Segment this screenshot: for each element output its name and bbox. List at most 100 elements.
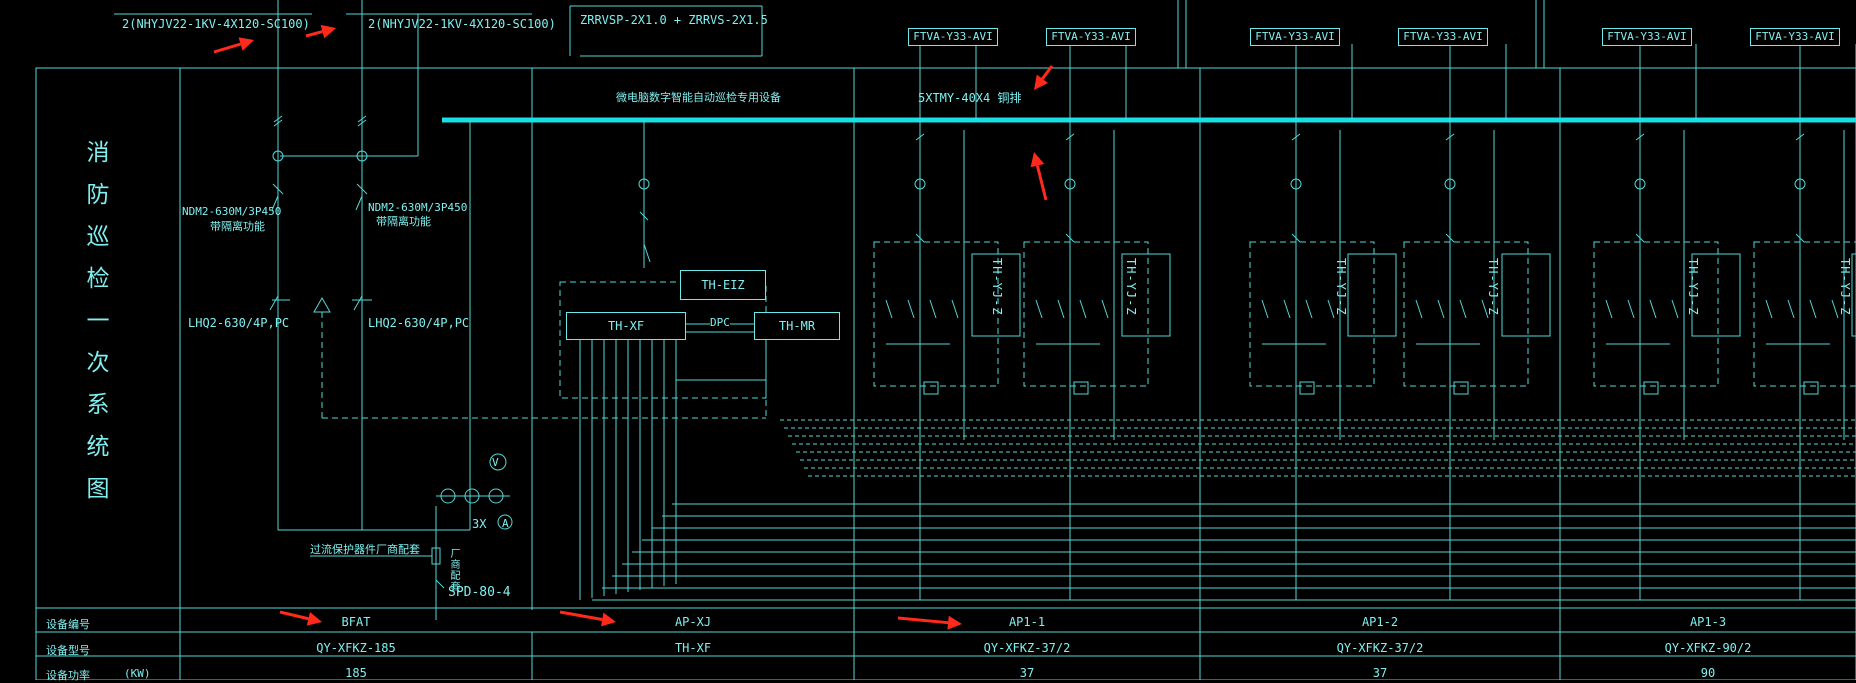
contact (1459, 299, 1467, 319)
feeder-dash-box (1023, 241, 1149, 387)
contact (1101, 299, 1109, 319)
feeder-ct (914, 178, 926, 190)
arrow-head (1034, 74, 1048, 90)
arrow-icon (305, 24, 336, 39)
device-label: 微电脑数字智能自动巡检专用设备 (616, 91, 781, 104)
title-char: 巡 (86, 224, 110, 250)
arrow-icon (279, 610, 322, 626)
arrow-icon (559, 610, 616, 627)
title-char: 次 (86, 350, 110, 376)
xj-contact (643, 243, 651, 263)
contact (1481, 299, 1489, 319)
frame (35, 67, 1856, 680)
tick (1065, 133, 1075, 141)
feeder-1-box-1: FTVA-Y33-AVI (908, 28, 998, 46)
switch-2-label: LHQ2-630/4P,PC (368, 316, 470, 330)
xj-breaker (639, 211, 649, 221)
contact (1765, 299, 1773, 319)
cell-power: 37 (1019, 666, 1035, 680)
contact (1649, 299, 1657, 319)
arrow-shaft (213, 42, 242, 54)
ammeter-label: A (502, 517, 509, 530)
feeder-breaker (915, 233, 925, 243)
arrow-shaft (559, 610, 603, 622)
relay (1453, 381, 1469, 395)
cell-id: AP1-2 (1361, 615, 1399, 629)
arrow-shaft (897, 616, 949, 625)
tick (273, 119, 283, 127)
contact (1787, 299, 1795, 319)
arrow-head (947, 615, 962, 630)
power-unit: (KW) (124, 667, 151, 680)
contact (929, 299, 937, 319)
arrow-icon (897, 615, 962, 630)
voltmeter (489, 453, 507, 471)
cell-power: 90 (1700, 666, 1716, 680)
cell-model: QY-XFKZ-185 (316, 641, 396, 655)
feeder-2-box-2: FTVA-Y33-AVI (1398, 28, 1488, 46)
arrow-head (306, 611, 322, 626)
feeder-3a-unit: TH-YJ-Z (1686, 258, 1700, 316)
title-char: 消 (86, 140, 110, 166)
breaker-1-label: NDM2-630M/3P450 (182, 205, 282, 218)
contact (1283, 299, 1291, 319)
feeder-dash-box (1593, 241, 1719, 387)
row-label-id: 设备编号 (46, 618, 90, 631)
feeder-3-box-1: FTVA-Y33-AVI (1602, 28, 1692, 46)
breaker-contact (355, 195, 363, 211)
contact (1305, 299, 1313, 319)
title-char: 图 (86, 476, 110, 502)
contact (1605, 299, 1613, 319)
feeder-1a-unit: TH-YJ-Z (990, 258, 1004, 316)
tick (1291, 133, 1301, 141)
tick (1635, 133, 1645, 141)
spd-symbol (435, 579, 445, 589)
title-char: 系 (86, 392, 110, 418)
unit-box (1121, 253, 1171, 337)
tick (357, 119, 367, 127)
wiring (35, 0, 1856, 680)
relay (1073, 381, 1089, 395)
feeder-ct (1794, 178, 1806, 190)
xj-ct (638, 178, 650, 190)
feeder-2a-unit: TH-YJ-Z (1334, 258, 1348, 316)
feeder-2-box-1: FTVA-Y33-AVI (1250, 28, 1340, 46)
th-xf-box: TH-XF (566, 312, 686, 340)
switch-1-label: LHQ2-630/4P,PC (188, 316, 290, 330)
tick (357, 115, 367, 123)
feeder-breaker (1445, 233, 1455, 243)
contact (1057, 299, 1065, 319)
unit-box (1851, 253, 1856, 337)
feeder-ct (1444, 178, 1456, 190)
feeder-ct (1064, 178, 1076, 190)
title-char: 防 (86, 182, 110, 208)
feeder-1b-unit: TH-YJ-Z (1124, 258, 1138, 316)
switch-contact (269, 295, 279, 311)
tick (1795, 133, 1805, 141)
contact (1415, 299, 1423, 319)
voltmeter-label: V (492, 456, 499, 469)
contact (1671, 299, 1679, 319)
title-char: 检 (86, 266, 110, 292)
dpc-label: DPC (710, 316, 730, 329)
control-cable-label: ZRRVSP-2X1.0 + ZRRVS-2X1.5 (580, 13, 768, 27)
feeder-3b-unit: TH-YJ-Z (1838, 258, 1852, 316)
feeder-dash-box (873, 241, 999, 387)
unit-box (971, 253, 1021, 337)
tick (915, 133, 925, 141)
cell-model: QY-XFKZ-37/2 (1336, 641, 1424, 655)
cell-id: AP1-3 (1689, 615, 1727, 629)
spd-vertical-note: 厂商配套 (448, 548, 459, 592)
cell-power: 37 (1372, 666, 1388, 680)
ammeter-a (497, 514, 513, 530)
arrow-shaft (279, 610, 309, 621)
contact (1327, 299, 1335, 319)
th-eiz-box: TH-EIZ (680, 270, 766, 300)
feeder-ct (1634, 178, 1646, 190)
contact (1035, 299, 1043, 319)
feeder-dash-box (1753, 241, 1856, 387)
feeder-breaker (1795, 233, 1805, 243)
unit-box (1347, 253, 1397, 337)
contact (1079, 299, 1087, 319)
